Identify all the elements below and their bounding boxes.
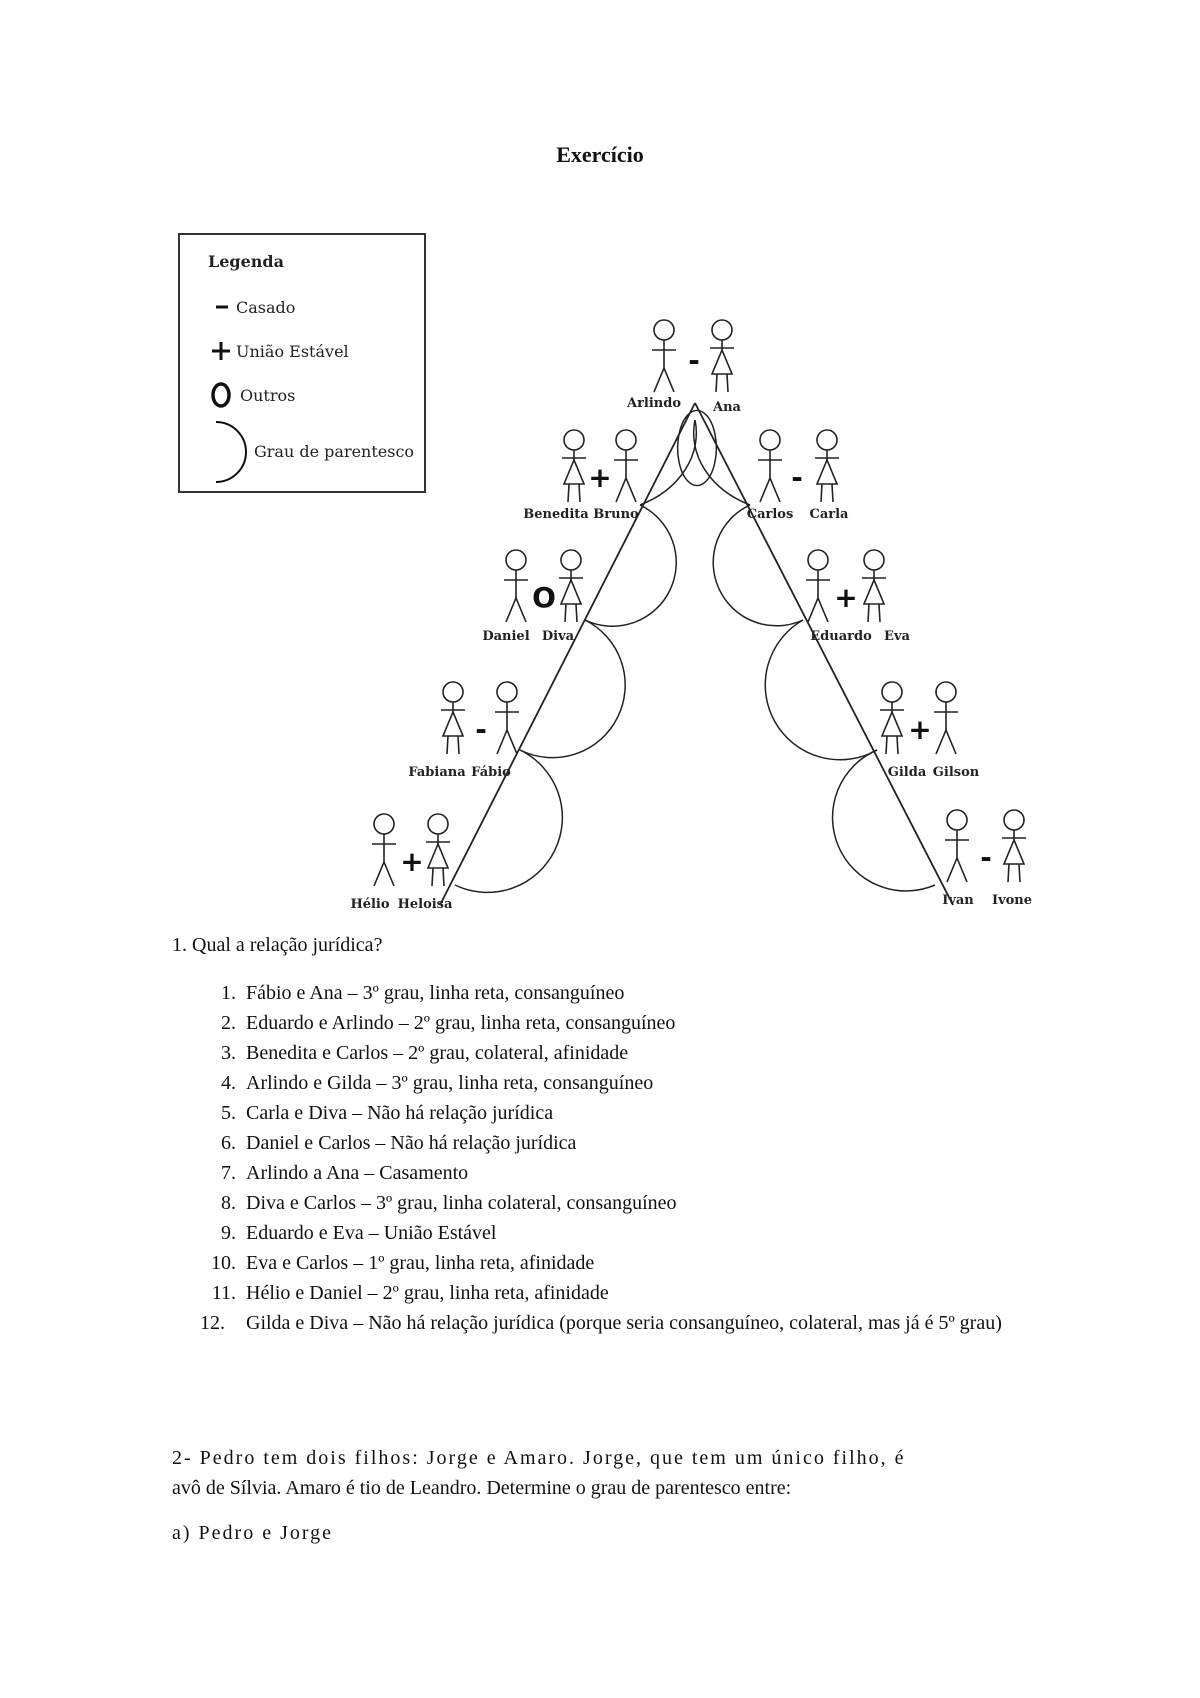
person-label: Heloisa	[398, 897, 453, 912]
question-1: 1. Qual a relação jurídica?	[172, 934, 383, 956]
couple-gilda-gilson: + Gilda Gilson	[879, 681, 980, 780]
person-female-icon	[861, 549, 887, 623]
right-lineage-line	[694, 402, 954, 906]
person-label: Ana	[712, 400, 742, 415]
person-label: Arlindo	[626, 396, 681, 411]
person-label: Gilda	[888, 765, 927, 780]
question-2-line-1: 2- Pedro tem dois filhos: Jorge e Amaro.…	[172, 1447, 906, 1469]
couple-fabiana-fabio: - Fabiana Fábio	[408, 681, 520, 780]
person-label: Carlos	[747, 507, 794, 522]
person-label: Gilson	[933, 765, 980, 780]
couple-eduardo-eva: + Eduardo Eva	[805, 549, 911, 644]
list-item: 5.Carla e Diva – Não há relação jurídica	[221, 1102, 554, 1124]
person-label: Benedita	[523, 507, 589, 522]
person-label: Eduardo	[810, 629, 872, 644]
person-male-icon	[371, 813, 397, 887]
relation-symbol: +	[908, 713, 931, 746]
person-label: Diva	[542, 629, 575, 644]
relation-symbol: O	[532, 581, 556, 614]
person-male-icon	[805, 549, 831, 623]
person-label: Ivone	[992, 893, 1032, 908]
person-female-icon	[814, 429, 840, 503]
relation-symbol: -	[688, 344, 700, 377]
couple-ivan-ivone: - Ivan Ivone	[942, 809, 1032, 908]
list-item: 6.Daniel e Carlos – Não há relação juríd…	[221, 1132, 577, 1154]
person-female-icon	[709, 319, 735, 393]
relation-symbol: +	[400, 845, 423, 878]
question-2-item-a: a) Pedro e Jorge	[172, 1522, 334, 1544]
family-tree-diagram: - Arlindo Ana + Benedita Bruno - Carlos …	[350, 319, 1032, 912]
person-male-icon	[613, 429, 639, 503]
relation-symbol: +	[834, 581, 857, 614]
relation-symbol: -	[475, 713, 487, 746]
person-male-icon	[944, 809, 970, 883]
question-2-line-2: avô de Sílvia. Amaro é tio de Leandro. D…	[172, 1477, 792, 1499]
couple-carlos-carla: - Carlos Carla	[747, 429, 850, 522]
person-label: Fabiana	[408, 765, 466, 780]
person-male-icon	[494, 681, 520, 755]
person-label: Carla	[810, 507, 850, 522]
person-label: Bruno	[593, 507, 639, 522]
legend-heading: Legenda	[208, 252, 284, 271]
kinship-arcs	[454, 409, 936, 894]
couple-benedita-bruno: + Benedita Bruno	[523, 429, 639, 522]
person-label: Fábio	[471, 765, 511, 780]
list-item: 10.Eva e Carlos – 1º grau, linha reta, a…	[211, 1252, 595, 1274]
question-2: 2- Pedro tem dois filhos: Jorge e Amaro.…	[172, 1443, 1030, 1503]
list-item: 11.Hélio e Daniel – 2º grau, linha reta,…	[211, 1282, 609, 1304]
person-female-icon	[425, 813, 451, 887]
kinship-arc-icon	[215, 421, 247, 483]
person-label: Eva	[884, 629, 910, 644]
list-item: 12.Gilda e Diva – Não há relação jurídic…	[200, 1312, 1002, 1334]
list-item: 9.Eduardo e Eva – União Estável	[221, 1222, 497, 1244]
legend-label-outros: Outros	[240, 386, 295, 405]
person-male-icon	[933, 681, 959, 755]
left-lineage-line	[439, 402, 696, 906]
person-female-icon	[561, 429, 587, 503]
legend-label-uniao: União Estável	[236, 342, 349, 361]
person-label: Ivan	[942, 893, 974, 908]
person-male-icon	[503, 549, 529, 623]
list-item: 7.Arlindo a Ana – Casamento	[221, 1162, 469, 1184]
person-male-icon	[757, 429, 783, 503]
person-label: Daniel	[482, 629, 529, 644]
relation-symbol: +	[588, 461, 611, 494]
relation-symbol: -	[980, 841, 992, 874]
person-female-icon	[558, 549, 584, 623]
couple-arlindo-ana: - Arlindo Ana	[626, 319, 742, 415]
couple-daniel-diva: O Daniel Diva	[482, 549, 584, 644]
answer-list: 1.Fábio e Ana – 3º grau, linha reta, con…	[200, 978, 1038, 1338]
couple-helio-heloisa: + Hélio Heloisa	[350, 813, 453, 912]
person-female-icon	[879, 681, 905, 755]
list-item: 3.Benedita e Carlos – 2º grau, colateral…	[221, 1042, 629, 1064]
person-label: Hélio	[350, 897, 389, 912]
legend-label-casado: Casado	[236, 298, 295, 317]
list-item: 8.Diva e Carlos – 3º grau, linha colater…	[221, 1192, 677, 1214]
legend-graphic: Legenda Casado União Estável Outros Grau…	[208, 252, 414, 483]
page-title: Exercício	[556, 142, 644, 167]
person-female-icon	[1001, 809, 1027, 883]
list-item: 1.Fábio e Ana – 3º grau, linha reta, con…	[221, 982, 625, 1004]
person-male-icon	[651, 319, 677, 393]
list-item: 4.Arlindo e Gilda – 3º grau, linha reta,…	[221, 1072, 654, 1094]
list-item: 2.Eduardo e Arlindo – 2º grau, linha ret…	[221, 1012, 676, 1034]
others-symbol-icon	[211, 382, 231, 408]
relation-symbol: -	[791, 461, 803, 494]
person-female-icon	[440, 681, 466, 755]
legend-box: Legenda Casado União Estável Outros Grau…	[178, 233, 426, 493]
legend-label-grau: Grau de parentesco	[254, 442, 414, 461]
